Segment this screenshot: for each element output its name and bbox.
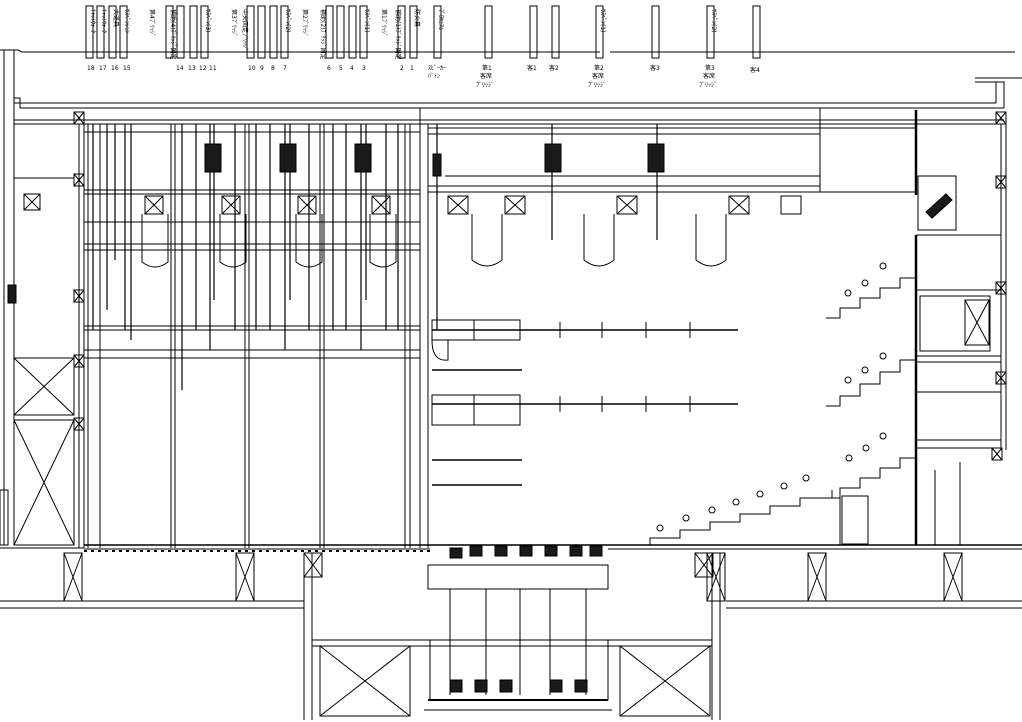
svg-text:ｻｽﾍﾟﾝ(1): ｻｽﾍﾟﾝ(1) [363,9,370,33]
svg-text:防火幕: 防火幕 [413,9,421,27]
label-box-b18: ｻｽﾍﾟﾝ(1) [595,5,606,59]
batten-number-11: 11 [209,65,217,72]
label-box-b10: ｻｽﾍﾟﾝ(2) [269,5,291,59]
hoist-5 [647,143,665,173]
batten-number-6: 6 [327,65,331,72]
speaker-batten-label-2: ﾊﾞﾄﾝ [428,73,440,80]
batten-number-16: 16 [111,65,119,72]
batten-number-1: 1 [410,65,414,72]
label-box-b9: 中央固定ﾌﾞﾘｯｼﾞ [241,5,266,59]
suspension-units [141,214,727,268]
hoist-1 [204,143,222,173]
label-box-b15: 補助(1)ﾌﾞﾘｯｼﾞ固定 [394,5,406,60]
batten-number-9: 9 [260,65,264,72]
house-batten-box-4 [651,5,660,59]
svg-text:ﾌﾟﾛｾﾆｱﾑ: ﾌﾟﾛｾﾆｱﾑ [437,9,444,30]
svg-text:補助(4)ﾌﾞﾘｯｼﾞ固定: 補助(4)ﾌﾞﾘｯｼﾞ固定 [169,9,177,60]
batten-number-7: 7 [283,65,287,72]
suspension-boxes [144,195,802,215]
label-box-b3: 大道具 [108,5,120,59]
batten-number-17: 17 [99,65,107,72]
projector-icon [925,193,953,219]
batten-number-12: 12 [199,65,207,72]
label-box-b7: ｻｽﾍﾟﾝ(3) [189,5,211,59]
batten-number-5: 5 [339,65,343,72]
audience-figures [656,262,887,532]
label-box-b6: 補助(4)ﾌﾞﾘｯｼﾞ固定 [165,5,185,60]
second-bridge-label-1: 第2 [594,64,604,72]
house-batten-box-2 [529,5,538,59]
svg-text:第2ﾌﾞﾘｯｼﾞ: 第2ﾌﾞﾘｯｼﾞ [301,9,309,37]
batten-number-18: 18 [87,65,95,72]
svg-text:ｷｬｯﾄｳｫｰｸ: ｷｬｯﾄｳｫｰｸ [100,9,107,33]
house-batten-box-3 [551,5,560,59]
batten-number-8: 8 [271,65,275,72]
batten-label-strip: ｷｬｯﾄｳｫｰｸ ｷｬｯﾄｳｫｰｸ 大道具 ｻｽﾍﾟﾝｼｮﾝ 第4ﾌﾞﾘｯｼﾞ … [85,5,761,89]
speaker-cluster [431,320,449,361]
stage-rigging [84,108,916,548]
auditorium-seating [649,175,1001,545]
svg-text:大道具: 大道具 [112,9,120,27]
stage-floor [0,544,1022,720]
kyaku2-label: 客2 [549,64,559,72]
label-b5: 第4ﾌﾞﾘｯｼﾞ [148,9,156,37]
svg-text:ｻｽﾍﾟﾝｼｮﾝ: ｻｽﾍﾟﾝｼｮﾝ [123,9,130,33]
third-bridge-label-2: 客席 [703,72,715,80]
batten-frames [431,319,691,426]
building-shell [0,49,1022,548]
kyaku3-label: 客3 [650,64,660,72]
label-box-b1: ｷｬｯﾄｳｫｰｸ [85,5,96,59]
svg-text:ｻｽﾍﾟﾝ(3): ｻｽﾍﾟﾝ(3) [204,9,211,33]
label-b14: 第1ﾌﾞﾘｯｼﾞ [380,9,388,37]
kyaku1-label: 客1 [527,64,537,72]
second-bridge-label-3: ﾌﾞﾘｯｼﾞ [588,82,606,89]
kyaku4-label: 客4 [750,66,760,74]
third-bridge-label-3: ﾌﾞﾘｯｼﾞ [699,82,717,89]
batten-number-row: 18 17 16 15 14 13 12 11 10 9 8 7 6 5 4 3… [87,65,414,72]
label-box-b13: ｻｽﾍﾟﾝ(1) [348,5,370,59]
batten-number-3: 3 [362,65,366,72]
svg-text:第4ﾌﾞﾘｯｼﾞ: 第4ﾌﾞﾘｯｼﾞ [148,9,156,37]
svg-text:補助(2)ﾌﾞﾘｯｼﾞ固定: 補助(2)ﾌﾞﾘｯｼﾞ固定 [319,9,327,60]
svg-text:ｻｽﾍﾟﾝ(1): ｻｽﾍﾟﾝ(1) [599,9,606,33]
first-bridge-label-1: 第1 [482,64,492,72]
svg-text:第1ﾌﾞﾘｯｼﾞ: 第1ﾌﾞﾘｯｼﾞ [380,9,388,37]
batten-number-14: 14 [176,65,184,72]
label-b11: 第2ﾌﾞﾘｯｼﾞ [301,9,309,37]
second-bridge-label-2: 客席 [592,72,604,80]
label-box-b12: 補助(2)ﾌﾞﾘｯｼﾞ固定 [319,5,345,60]
pit-seats [449,545,603,693]
svg-text:ｻｽﾍﾟﾝ(2): ｻｽﾍﾟﾝ(2) [710,9,717,33]
batten-number-2: 2 [400,65,404,72]
batten-number-4: 4 [350,65,354,72]
svg-text:ｻｽﾍﾟﾝ(2): ｻｽﾍﾟﾝ(2) [284,9,291,33]
svg-text:ｷｬｯﾄｳｫｰｸ: ｷｬｯﾄｳｫｰｸ [89,9,96,33]
house-batten-box-1 [484,5,493,59]
svg-text:中央固定ﾌﾞﾘｯｼﾞ: 中央固定ﾌﾞﾘｯｼﾞ [241,9,249,51]
house-batten-box-5 [752,5,761,59]
third-bridge-label-1: 第3 [705,64,715,72]
svg-text:第3ﾌﾞﾘｯｼﾞ: 第3ﾌﾞﾘｯｼﾞ [230,9,238,37]
label-box-b4: ｻｽﾍﾟﾝｼｮﾝ [119,5,130,59]
speaker-batten-label-1: ｽﾋﾟｰｶｰ [428,65,446,72]
house-batten-labels: ｽﾋﾟｰｶｰ ﾊﾞﾄﾝ 第1 客席 ﾌﾞﾘｯｼﾞ 客1 客2 第2 客席 ﾌﾞﾘ… [428,64,760,89]
label-box-b2: ｷｬｯﾄｳｫｰｸ [96,5,107,59]
first-bridge-label-3: ﾌﾞﾘｯｼﾞ [476,82,494,89]
first-bridge-label-2: 客席 [480,72,492,80]
hoist-6 [432,153,442,177]
label-box-b17: ﾌﾟﾛｾﾆｱﾑ [433,5,444,59]
label-box-b19: ｻｽﾍﾟﾝ(2) [706,5,717,59]
hoist-4 [544,143,562,173]
batten-number-10: 10 [248,65,256,72]
label-b8: 第3ﾌﾞﾘｯｼﾞ [230,9,238,37]
label-box-b16: 防火幕 [409,5,421,59]
batten-number-13: 13 [188,65,196,72]
svg-text:補助(1)ﾌﾞﾘｯｼﾞ固定: 補助(1)ﾌﾞﾘｯｼﾞ固定 [394,9,402,60]
house-battens [432,329,738,486]
hoist-3 [354,143,372,173]
hoist-2 [279,143,297,173]
batten-number-15: 15 [123,65,131,72]
